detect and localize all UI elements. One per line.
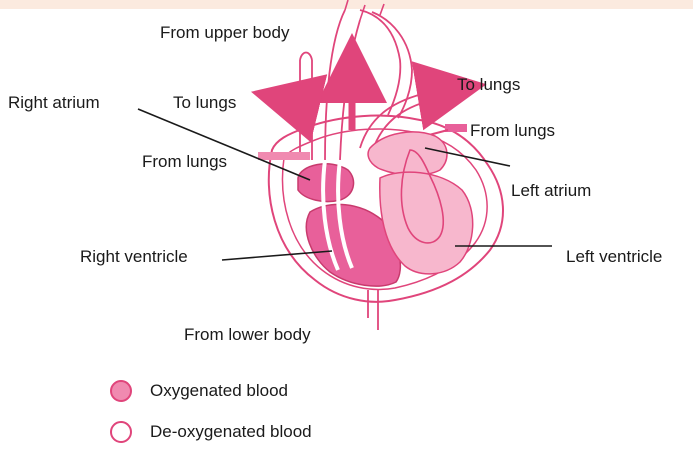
label-from-lungs-right: From lungs xyxy=(470,121,555,140)
label-from-lower-body: From lower body xyxy=(184,325,311,344)
pulmonary-artery-left xyxy=(285,100,318,108)
legend: Oxygenated blood De-oxygenated blood xyxy=(111,381,312,442)
legend-deoxygenated-swatch xyxy=(111,422,131,442)
legend-oxygenated-swatch xyxy=(111,381,131,401)
pulmonary-vein-right xyxy=(445,124,467,132)
legend-deoxygenated-label: De-oxygenated blood xyxy=(150,422,312,441)
label-to-lungs-right: To lungs xyxy=(457,75,520,94)
label-left-ventricle: Left ventricle xyxy=(566,247,662,266)
label-from-upper-body: From upper body xyxy=(160,23,290,42)
legend-oxygenated-label: Oxygenated blood xyxy=(150,381,288,400)
aorta-top-branches xyxy=(345,0,384,20)
superior-vena-cava-top xyxy=(300,53,312,61)
pulmonary-vein-left xyxy=(258,152,310,160)
pulmonary-artery-right-arrow xyxy=(440,90,452,92)
label-to-lungs-left: To lungs xyxy=(173,93,236,112)
label-left-atrium: Left atrium xyxy=(511,181,591,200)
label-right-atrium: Right atrium xyxy=(8,93,100,112)
label-right-ventricle: Right ventricle xyxy=(80,247,188,266)
label-from-lungs-left: From lungs xyxy=(142,152,227,171)
